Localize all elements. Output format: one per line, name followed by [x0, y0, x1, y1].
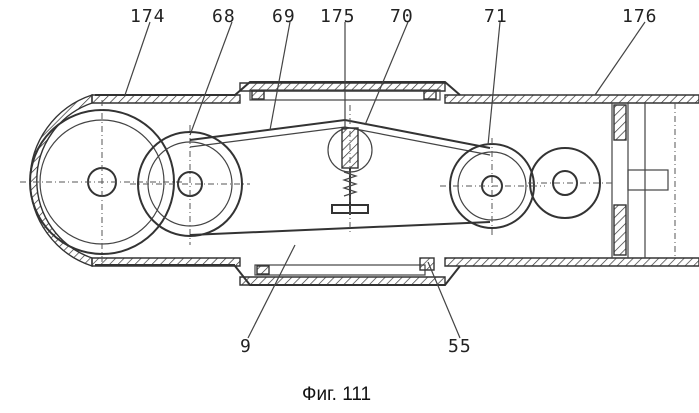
reference-labels: 174 68 69 175 70 71 176 9 55 [130, 6, 658, 357]
label-71: 71 [484, 6, 508, 27]
label-68: 68 [212, 6, 236, 27]
label-174: 174 [130, 6, 166, 27]
label-69: 69 [272, 6, 296, 27]
left-large-wheel [20, 100, 185, 262]
label-55: 55 [448, 336, 472, 357]
label-175: 175 [320, 6, 356, 27]
belt [190, 120, 490, 235]
housing-left [30, 95, 240, 266]
housing-center [235, 82, 460, 285]
leader-lines [125, 22, 645, 338]
label-176: 176 [622, 6, 658, 27]
label-9: 9 [240, 336, 252, 357]
right-small-gear [528, 148, 612, 218]
figure-caption: Фиг. 111 [302, 384, 371, 405]
gear-68 [130, 125, 250, 245]
label-70: 70 [390, 6, 414, 27]
